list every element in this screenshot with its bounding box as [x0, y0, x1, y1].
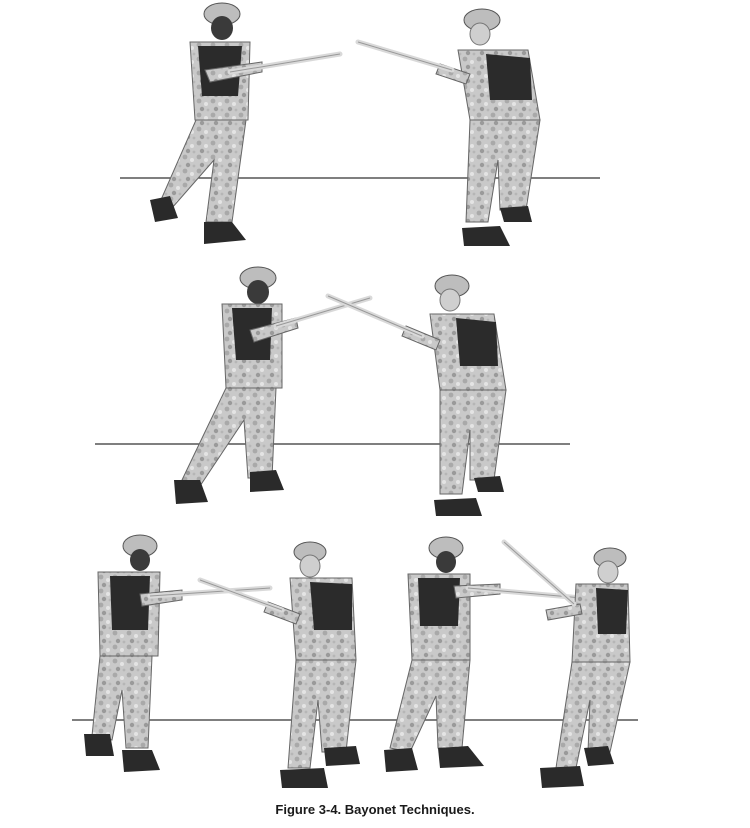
figure-caption: Figure 3-4. Bayonet Techniques. [275, 802, 475, 817]
row3a-soldier-left [84, 534, 183, 772]
row3b-soldier-left [384, 536, 501, 772]
row1-soldier-right [435, 8, 541, 246]
row3b-soldier-right [540, 547, 631, 788]
row2-soldier-right [401, 274, 507, 516]
row1-soldier-left [150, 2, 263, 244]
row2-soldier-left [174, 266, 299, 504]
row3a-soldier-right [263, 541, 360, 788]
